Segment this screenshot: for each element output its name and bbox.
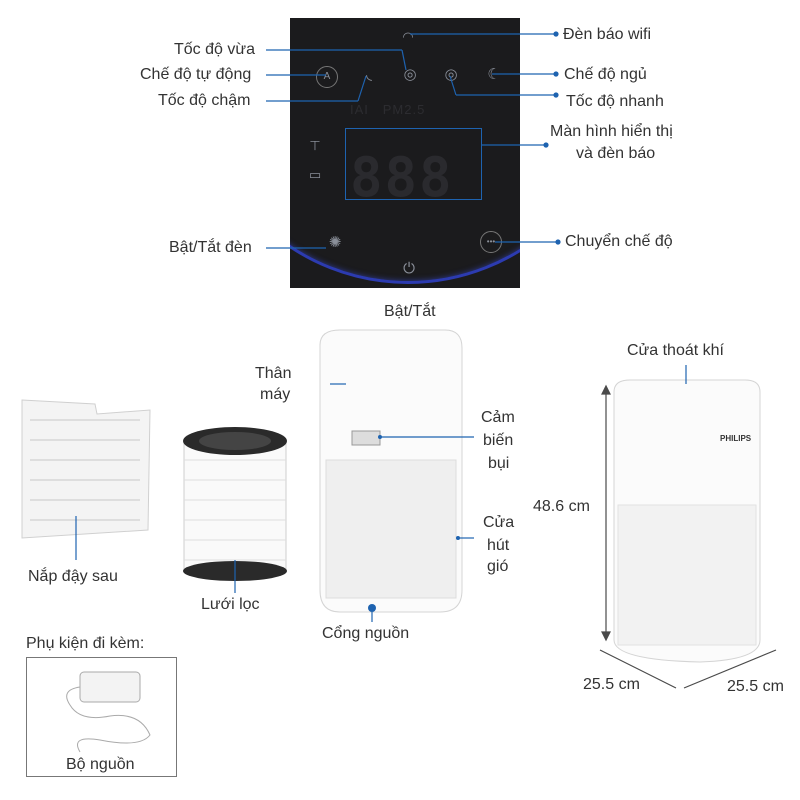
label-intake-line3: gió <box>487 558 509 575</box>
label-mode-switch: Chuyển chế độ <box>565 233 673 250</box>
label-height: 48.6 cm <box>533 498 590 515</box>
label-body-line1: Thân <box>255 365 292 382</box>
label-intake-line1: Cửa <box>483 514 515 531</box>
label-auto-mode: Chế độ tự động <box>140 66 252 83</box>
label-low-speed: Tốc độ chậm <box>158 92 251 109</box>
filter-drawing <box>183 427 287 593</box>
back-cover-drawing <box>21 399 151 560</box>
assembled-purifier-drawing <box>599 365 777 689</box>
label-wifi-indicator: Đèn báo wifi <box>563 26 652 43</box>
label-sensor-line3: bụi <box>488 455 510 472</box>
label-adapter: Bộ nguồn <box>66 756 135 773</box>
label-sensor-line2: biến <box>483 432 514 449</box>
low-speed-icon[interactable]: ◟ <box>366 66 372 83</box>
label-power: Bật/Tắt <box>384 303 436 320</box>
label-light-toggle: Bật/Tắt đèn <box>169 239 252 256</box>
bulb-icon[interactable]: ✺ <box>328 234 342 251</box>
label-depth: 25.5 cm <box>727 678 784 695</box>
purifier-body-drawing <box>319 329 474 622</box>
label-back-cover: Nắp đậy sau <box>28 568 118 585</box>
pm25-indicator: IAI PM2.5 <box>350 102 425 117</box>
panel-ring-light <box>290 18 520 284</box>
label-body-line2: máy <box>260 386 291 403</box>
iai-label: IAI <box>350 102 369 117</box>
high-speed-icon[interactable]: ◎ <box>444 66 458 83</box>
adapter-drawing <box>66 671 151 753</box>
display-frame <box>345 128 482 200</box>
label-power-port: Cổng nguồn <box>322 625 410 642</box>
power-icon[interactable]: ⏻ <box>403 260 415 277</box>
label-high-speed: Tốc độ nhanh <box>566 93 664 110</box>
label-width: 25.5 cm <box>583 676 640 693</box>
accessories-title: Phụ kiện đi kèm: <box>26 635 145 652</box>
label-intake-line2: hút <box>487 537 510 554</box>
pm25-label: PM2.5 <box>382 102 426 117</box>
brand-logo: PHILIPS <box>720 434 752 443</box>
accessories-box <box>26 657 177 777</box>
filter-indicator-icon: ⊤ <box>309 138 321 153</box>
label-sensor-line1: Cảm <box>481 409 515 426</box>
label-display-line2: và đèn báo <box>576 145 656 162</box>
label-display-line1: Màn hình hiển thị <box>550 123 673 140</box>
medium-speed-icon[interactable]: ◎ <box>403 66 417 83</box>
water-indicator-icon: ▭ <box>308 167 322 182</box>
width-arrow <box>599 649 677 689</box>
segment-display: 888 <box>350 146 454 209</box>
leader-high-speed <box>449 75 457 96</box>
label-filter: Lưới lọc <box>201 596 260 613</box>
label-sleep-mode: Chế độ ngủ <box>564 66 647 83</box>
label-outlet: Cửa thoát khí <box>627 342 724 359</box>
label-medium-speed: Tốc độ vừa <box>174 41 255 58</box>
depth-arrow <box>683 649 777 689</box>
auto-mode-icon[interactable]: A <box>316 66 338 88</box>
wifi-icon: ◠ <box>402 29 414 44</box>
